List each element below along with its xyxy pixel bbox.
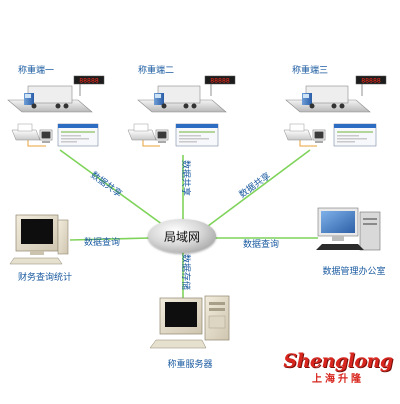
led-readout: 88888 <box>361 77 381 85</box>
station-2: 88888 <box>127 75 236 147</box>
truck-icon <box>154 85 201 109</box>
finance-label: 财务查询统计 <box>17 273 73 283</box>
server-computer-icon <box>149 295 230 349</box>
station-3-label: 称重端三 <box>292 66 329 76</box>
truck-icon <box>302 85 349 109</box>
line-finance <box>69 237 151 241</box>
computer-icon <box>312 129 326 143</box>
finance-computer-icon <box>9 214 69 265</box>
query-label-left: 数据查询 <box>84 238 121 248</box>
station-1-label: 称重端一 <box>18 66 55 76</box>
led-readout: 88888 <box>79 77 99 85</box>
management-label: 数据管理办公室 <box>322 267 386 277</box>
truck-icon <box>24 85 73 109</box>
printer-icon <box>283 123 313 141</box>
brand-name: Shenglong <box>283 350 393 372</box>
software-screen-icon <box>175 123 219 147</box>
printer-icon <box>127 123 157 141</box>
led-readout: 88888 <box>210 77 230 85</box>
station-3: 88888 <box>283 75 387 147</box>
brand-logo: Shenglong 上海升隆 <box>283 350 393 385</box>
device-wires <box>27 138 317 147</box>
brand-subtitle: 上海升隆 <box>312 374 364 385</box>
storage-label: 数据存储 <box>180 254 190 291</box>
lan-hub-label: 局域网 <box>163 229 200 244</box>
line-station1 <box>59 149 171 231</box>
led-display-icon: 88888 <box>73 75 105 96</box>
software-screen-icon <box>57 123 99 147</box>
server-label: 称重服务器 <box>167 360 213 370</box>
line-station3 <box>199 149 311 233</box>
management-computer-icon <box>316 207 381 251</box>
printer-icon <box>11 123 41 141</box>
computer-icon <box>39 129 53 143</box>
station-1: 88888 <box>7 75 105 147</box>
software-screen-icon <box>333 123 377 147</box>
lan-hub: 局域网 <box>148 219 216 253</box>
station-2-label: 称重端二 <box>138 66 175 76</box>
led-display-icon: 88888 <box>355 75 387 96</box>
query-label-right: 数据查询 <box>243 240 280 250</box>
share-label-2: 数据共享 <box>180 160 190 197</box>
computer-icon <box>155 129 169 143</box>
connection-lines <box>59 149 318 298</box>
led-display-icon: 88888 <box>204 75 236 96</box>
